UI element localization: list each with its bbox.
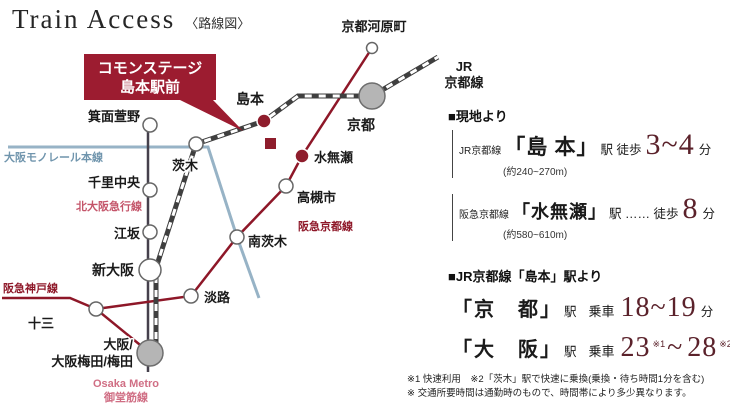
- station-minase-marker: [294, 148, 310, 164]
- station-label-osaka-2: 大阪梅田/梅田: [51, 354, 133, 369]
- ride-time: 18~19: [620, 292, 697, 323]
- station-label-minoo-kayano: 箕面萱野: [88, 109, 140, 124]
- station-awaji-marker: [183, 288, 199, 304]
- station-label-senri-chuo: 千里中央: [88, 175, 141, 190]
- station-shin-osaka-marker: [138, 258, 162, 282]
- line-label-midosuji-2: 御堂筋線: [103, 390, 148, 404]
- ride-station-suffix: 駅: [564, 345, 577, 359]
- title-sub: 〈路線図〉: [185, 16, 251, 31]
- ride-item-kyoto: 「京 都」 駅 乗車 18~19 分: [452, 293, 715, 322]
- ride-footnote-mark-2: ※2: [719, 339, 730, 350]
- walk-station-name: 「島 本」: [504, 135, 599, 159]
- monorail-line: [8, 145, 261, 299]
- footnote-line-1: ※1 快速利用 ※2「茨木」駅で快速に乗換(乗換・待ち時間1分を含む): [407, 374, 705, 385]
- walk-distance: (約240~270m): [503, 167, 568, 178]
- walk-line-name: 阪急京都線: [459, 210, 509, 221]
- station-label-minase: 水無瀬: [314, 150, 353, 165]
- ride-station-suffix: 駅: [564, 305, 577, 319]
- station-senri-chuo-marker: [142, 182, 158, 198]
- ride-item-osaka: 「大 阪」 駅 乗車 23 ※1 ~ 28 ※2 分: [452, 333, 730, 362]
- line-label-hankyu-kyoto: 阪急京都線: [298, 219, 353, 233]
- callout-line1: コモンステージ: [98, 60, 202, 77]
- station-osaka-umeda-marker: [136, 339, 164, 367]
- page-title: Train Access 〈路線図〉: [12, 4, 250, 35]
- jr-line-label-1: JR: [456, 59, 473, 74]
- station-kyoto-marker: [358, 82, 386, 110]
- station-shimamoto-marker: [256, 113, 272, 129]
- walk-suffix: 駅 徒歩: [600, 143, 642, 157]
- callout-pointer: [178, 99, 243, 131]
- ride-footnote-mark-1: ※1: [652, 339, 666, 350]
- site-marker: [265, 138, 276, 149]
- station-label-esaka: 江坂: [114, 226, 141, 241]
- walk-item-minase: 阪急京都線 「水無瀬」 駅 …… 徒歩 8 分 (約580~610m): [452, 194, 717, 241]
- title-main: Train Access: [12, 4, 176, 34]
- callout-box: [84, 54, 216, 100]
- station-minoo-kayano-marker: [142, 117, 158, 133]
- station-takatsuki-marker: [278, 178, 294, 194]
- station-label-juso: 十三: [28, 316, 54, 331]
- station-label-kyoto-kawaramachi: 京都河原町: [341, 19, 406, 34]
- ride-time-min: 23: [620, 332, 651, 363]
- station-label-osaka-1: 大阪/: [103, 337, 133, 352]
- jr-line-label-2: 京都線: [444, 75, 484, 90]
- line-label-monorail: 大阪モノレール本線: [4, 150, 103, 164]
- walk-row: 阪急京都線 「水無瀬」 駅 …… 徒歩 8 分: [459, 194, 717, 224]
- line-label-hankyu-kobe: 阪急神戸線: [3, 281, 58, 295]
- station-label-takatsuki: 高槻市: [297, 190, 336, 205]
- station-minami-ibaraki-marker: [229, 229, 245, 245]
- from-station-header: ■JR京都線「島本」駅より: [448, 269, 603, 284]
- line-label-kita-osaka: 北大阪急行線: [76, 199, 142, 213]
- station-kyoto-kawaramachi-marker: [365, 41, 379, 55]
- station-label-shimamoto: 島本: [236, 91, 265, 107]
- station-label-ibaraki: 茨木: [172, 158, 199, 173]
- walk-row: JR京都線 「島 本」 駅 徒歩 3~4 分: [459, 130, 713, 161]
- walk-station-name: 「水無瀬」: [512, 202, 607, 222]
- ride-verb: 乗車: [588, 304, 615, 319]
- callout-line2: 島本駅前: [120, 78, 180, 96]
- walk-item-shimamoto: JR京都線 「島 本」 駅 徒歩 3~4 分 (約240~270m): [452, 130, 713, 178]
- ride-verb: 乗車: [588, 344, 615, 359]
- walk-line-name: JR京都線: [459, 146, 502, 157]
- station-juso-marker: [88, 301, 104, 317]
- from-site-header: ■現地より: [448, 109, 508, 124]
- ride-station-name: 「京 都」: [452, 299, 562, 321]
- station-ibaraki-marker: [188, 136, 204, 152]
- walk-distance: (約580~610m): [503, 230, 568, 241]
- ride-station-name: 「大 阪」: [452, 339, 562, 361]
- ride-time-max: 28: [687, 332, 718, 363]
- walk-time: 8: [682, 192, 699, 225]
- station-label-shin-osaka: 新大阪: [92, 262, 135, 278]
- ride-unit: 分: [700, 305, 714, 319]
- walk-unit: 分: [702, 207, 715, 221]
- footnote-line-2: ※ 交通所要時間は通勤時のもので、時間帯により多少異なります。: [407, 388, 692, 399]
- line-label-midosuji-1: Osaka Metro: [93, 378, 159, 390]
- station-esaka-marker: [142, 224, 158, 240]
- footnotes: ※1 快速利用 ※2「茨木」駅で快速に乗換(乗換・待ち時間1分を含む) ※ 交通…: [407, 373, 704, 401]
- walk-suffix: 駅 …… 徒歩: [609, 207, 679, 221]
- walk-unit: 分: [698, 143, 712, 157]
- station-label-awaji: 淡路: [204, 290, 231, 305]
- hankyu-kobe-line: [2, 296, 97, 311]
- station-label-minami-ibaraki: 南茨木: [248, 234, 288, 249]
- station-label-kyoto: 京都: [347, 117, 375, 133]
- walk-time: 3~4: [645, 128, 695, 161]
- ride-tilde: ~: [667, 332, 684, 363]
